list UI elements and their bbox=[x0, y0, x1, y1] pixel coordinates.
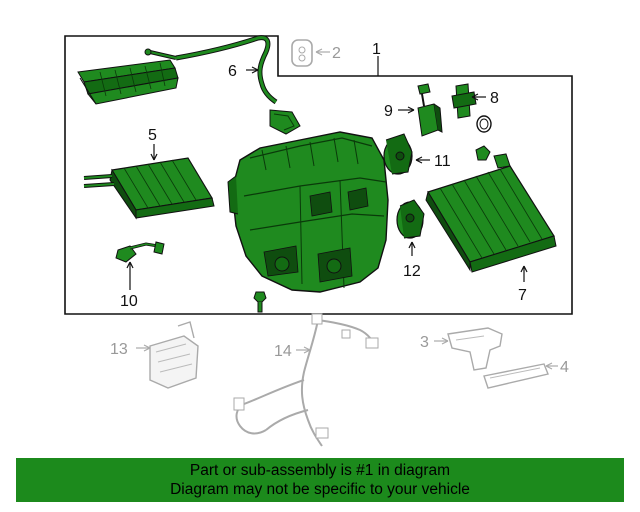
part-3-duct[interactable] bbox=[447, 327, 503, 371]
callout-6: 6 bbox=[228, 63, 237, 80]
part-7-evaporator[interactable] bbox=[425, 165, 557, 273]
banner-line-2: Diagram may not be specific to your vehi… bbox=[170, 481, 470, 498]
part-13-control-unit[interactable] bbox=[149, 321, 199, 389]
callout-9: 9 bbox=[384, 103, 393, 120]
part-4-filter[interactable] bbox=[483, 363, 549, 389]
callout-3: 3 bbox=[420, 334, 429, 351]
part-8-expansion-valve[interactable] bbox=[451, 83, 492, 133]
parts-diagram: 1 2 3 4 5 6 7 8 9 10 11 12 13 14 bbox=[64, 35, 573, 447]
assembly-notice-banner: Part or sub-assembly is #1 in diagram Di… bbox=[16, 458, 624, 502]
small-clip[interactable] bbox=[493, 153, 511, 169]
callout-5: 5 bbox=[148, 127, 157, 144]
grey-leader-lines bbox=[136, 48, 558, 370]
part-11-servo-motor[interactable] bbox=[383, 133, 413, 175]
callout-11: 11 bbox=[434, 153, 451, 170]
callout-14: 14 bbox=[274, 343, 292, 360]
banner-line-1: Part or sub-assembly is #1 in diagram bbox=[189, 462, 451, 479]
part-14-wire-harness[interactable] bbox=[233, 313, 379, 447]
leader-lines bbox=[126, 56, 528, 290]
part-1-hvac-housing[interactable] bbox=[227, 131, 389, 293]
callout-12: 12 bbox=[403, 263, 421, 280]
part-5-heater-core[interactable] bbox=[83, 157, 215, 220]
callout-8: 8 bbox=[490, 90, 499, 107]
part-12-actuator[interactable] bbox=[396, 199, 425, 239]
part-9-valve-block[interactable] bbox=[417, 83, 443, 137]
small-nut[interactable] bbox=[475, 145, 491, 161]
callout-13: 13 bbox=[110, 341, 128, 358]
part-6-pipe-assembly[interactable] bbox=[77, 35, 301, 135]
housing-bolt[interactable] bbox=[253, 291, 267, 313]
callout-10: 10 bbox=[120, 293, 138, 310]
part-10-sensor[interactable] bbox=[115, 241, 165, 263]
callout-4: 4 bbox=[560, 359, 569, 376]
part-2-gasket[interactable] bbox=[291, 39, 313, 67]
callout-1: 1 bbox=[372, 41, 381, 58]
callout-7: 7 bbox=[518, 287, 527, 304]
callout-2: 2 bbox=[332, 45, 341, 62]
assembly-boundary bbox=[64, 35, 573, 315]
